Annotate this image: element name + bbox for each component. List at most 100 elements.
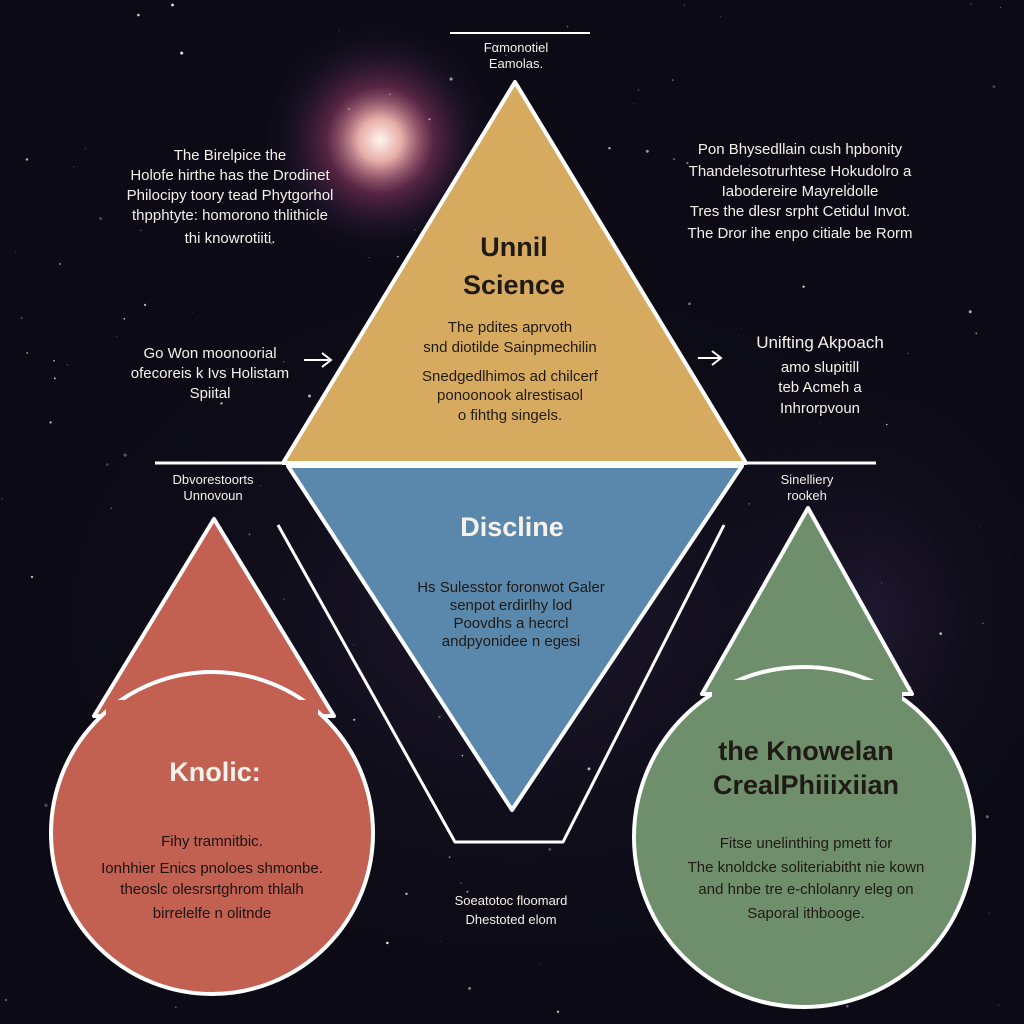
left-knowledge-circle: [49, 670, 375, 996]
star: [302, 1020, 303, 1021]
star: [308, 394, 311, 398]
right-note-line-1: Pon Bhysedllain cush hpbonity: [698, 141, 903, 158]
star: [254, 494, 256, 495]
apex-text-line-3: Snedgedlhimos ad chilcerf: [422, 368, 599, 385]
star: [300, 127, 302, 129]
star: [997, 1004, 1000, 1006]
star: [397, 255, 399, 258]
apex-text-line-1: The pdites aprvoth: [448, 319, 572, 336]
star: [66, 364, 68, 366]
star: [30, 575, 34, 579]
star: [58, 262, 61, 265]
left-note-line-2: Holofe hirthe has the Drodinet: [130, 167, 330, 184]
header-line-2: Εamolas.: [489, 56, 543, 71]
star: [975, 332, 978, 335]
star: [466, 890, 469, 893]
star: [270, 242, 273, 245]
star: [468, 986, 472, 990]
right-circle-title-line-1: the Knowelan: [718, 736, 894, 766]
star: [84, 148, 86, 150]
star: [137, 13, 140, 17]
star: [152, 172, 155, 174]
star: [637, 89, 640, 91]
star: [110, 507, 113, 510]
star: [282, 360, 285, 363]
apex-text-line-2: snd diotilde Sainpmechilin: [423, 339, 596, 356]
left-arrow-icon: [304, 352, 333, 368]
right-arrow-note-line-1: Unifting Akpoach: [756, 333, 884, 352]
star: [388, 93, 391, 96]
star: [44, 803, 48, 807]
star: [1, 498, 3, 500]
star: [748, 503, 750, 505]
discipline-text-line-1: Hs Sulesstor foronwot Galer: [417, 579, 605, 596]
star: [73, 166, 75, 168]
star: [353, 718, 356, 721]
star: [880, 582, 883, 584]
star: [414, 228, 416, 231]
star: [143, 303, 147, 307]
star: [802, 285, 805, 288]
star: [99, 217, 102, 220]
left-circle-text-line-1: Fihy tramnitbic.: [161, 833, 263, 850]
star: [347, 107, 350, 111]
right-note-line-5: The Dror ihe enpo citiale be Rorm: [687, 225, 912, 242]
star: [15, 251, 17, 253]
star: [992, 85, 996, 88]
star: [139, 229, 142, 232]
right-circle-title-line-2: CrealPhiiixiian: [713, 770, 899, 800]
star: [448, 856, 451, 859]
nebula-glow: [260, 20, 500, 260]
apex-text-line-5: o fihthg singels.: [458, 407, 562, 424]
star: [848, 183, 850, 185]
star: [672, 158, 676, 161]
star: [386, 941, 389, 945]
star: [548, 847, 552, 851]
star: [368, 256, 371, 259]
star: [846, 1004, 849, 1008]
star: [688, 302, 691, 306]
star: [1000, 6, 1002, 8]
star: [191, 311, 193, 313]
left-top-caption-line-1: Dbvorestoorts: [173, 472, 254, 487]
left-circle-text-line-4: birrelelfe n olitnde: [153, 905, 271, 922]
star: [749, 164, 750, 166]
star: [220, 402, 223, 405]
right-note-line-3: Iabodereire Mayreldolle: [722, 183, 879, 200]
apex-title-line-2: Science: [463, 270, 565, 300]
star: [566, 25, 569, 28]
bottom-caption-line-1: Soeatotoc floomard: [455, 893, 568, 908]
star: [460, 882, 462, 885]
star: [820, 421, 822, 423]
star: [283, 598, 285, 600]
star: [907, 352, 909, 355]
star: [49, 421, 52, 424]
left-note-line-4: thpphtyte: homorono thlithicle: [132, 207, 328, 224]
left-drop-joint: [106, 700, 318, 722]
star: [669, 9, 670, 11]
header-line-1: Fαmonotiel: [484, 40, 549, 55]
star: [26, 351, 29, 355]
right-top-caption-line-1: Sinelliery: [781, 472, 834, 487]
star: [439, 940, 441, 942]
star: [173, 39, 175, 41]
discipline-triangle: [286, 464, 744, 812]
star: [980, 526, 982, 528]
star: [886, 423, 888, 426]
left-note-line-5: thi knowrotiiti.: [185, 230, 276, 247]
star: [939, 632, 943, 635]
right-circle-text-line-4: Saporal ithbooge.: [747, 905, 865, 922]
funnel-outline: [276, 524, 726, 844]
star: [20, 316, 23, 320]
apex-title-line-1: Unnil: [480, 232, 548, 262]
left-arrow-note-line-3: Spiital: [190, 385, 231, 402]
star: [807, 140, 809, 142]
left-circle-text-line-2: Ionhhier Enics pnoloes shmonbe.: [101, 860, 323, 877]
star: [683, 4, 686, 6]
right-knowledge-circle: [632, 665, 976, 1009]
star: [106, 463, 109, 466]
discipline-title: Discline: [460, 512, 564, 542]
star: [982, 622, 984, 625]
left-note-line-1: The Birelpice the: [174, 147, 287, 164]
